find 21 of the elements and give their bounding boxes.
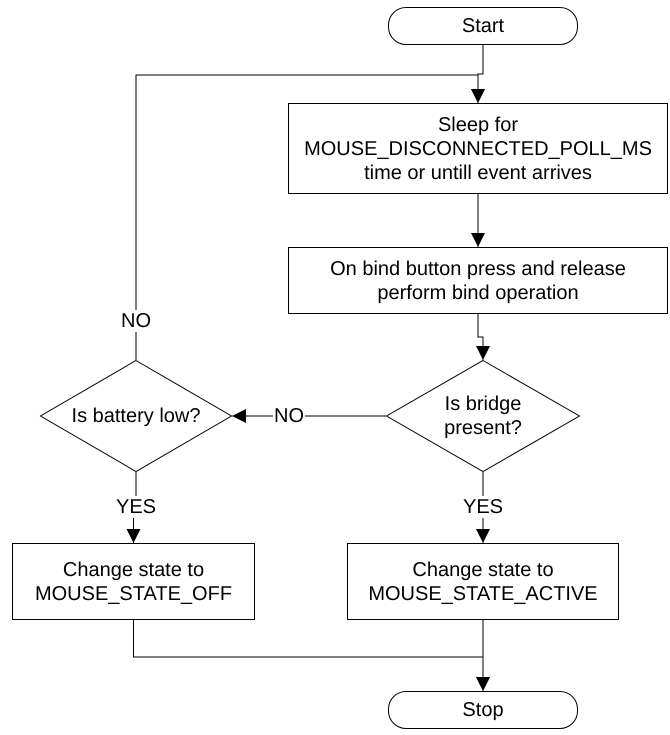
arrow — [471, 194, 485, 248]
node-label: On bind button press and release perform bind operation — [329, 256, 627, 304]
node-label: Stop — [462, 698, 504, 722]
edge-label: YES — [114, 496, 158, 518]
arrow — [476, 314, 490, 360]
edge-label: NO — [120, 310, 152, 332]
process-box — [12, 543, 255, 620]
process-box — [288, 103, 668, 194]
process-box — [288, 247, 668, 314]
node-label: Sleep for MOUSE_DISCONNECTED_POLL_MS time or untill event arrives — [303, 112, 653, 184]
node-label: Change state to MOUSE_STATE_OFF — [34, 558, 234, 606]
process-box — [347, 543, 619, 620]
arrow — [476, 620, 490, 692]
node-label: Is bridge present? — [443, 392, 523, 440]
terminal-shape — [388, 7, 578, 45]
node-label: Is battery low? — [72, 404, 200, 428]
terminal-shape — [388, 691, 578, 729]
arrow — [136, 74, 485, 360]
edge-label: YES — [462, 496, 504, 518]
node-label: Change state to MOUSE_STATE_ACTIVE — [367, 558, 599, 606]
node-label: Start — [462, 14, 504, 38]
